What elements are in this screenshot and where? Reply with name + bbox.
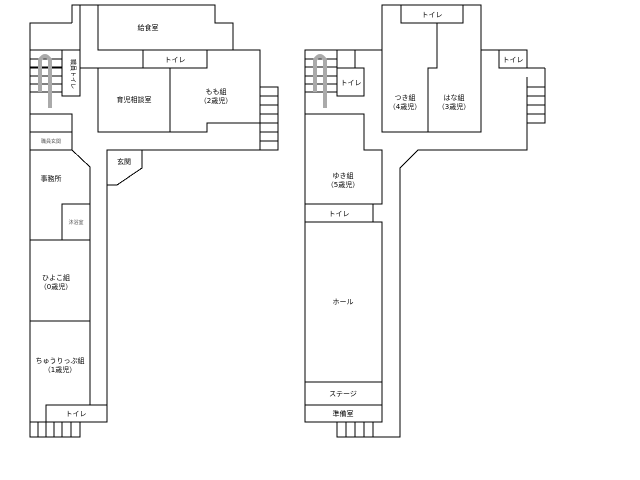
stair-rail (38, 54, 52, 108)
momo-class-room (169, 49, 261, 146)
toilet-right-room (498, 49, 528, 69)
toilet-left-label: トイレ (341, 79, 362, 87)
toilet-top-label: トイレ (422, 11, 443, 19)
wall (427, 23, 438, 132)
stairs-bottom (336, 421, 374, 438)
tulip-age-label: （1歳児） (44, 365, 76, 374)
toilet-right-label: トイレ (503, 56, 524, 64)
stage-label: ステージ (329, 390, 357, 398)
bath-room-label: 沐浴室 (68, 219, 83, 226)
bath-room (61, 203, 91, 241)
staff-toilet-label: 職員トイレ (69, 59, 77, 89)
left-building: 給食室 職員トイレ 育児相談室 トイレ もも組 （2歳児） (29, 4, 279, 438)
hall-room (304, 221, 383, 383)
toilet-room (142, 49, 208, 69)
yuki-age-label: （5歳児） (327, 180, 359, 189)
entrance-room (107, 149, 143, 186)
stairs-left (304, 49, 338, 108)
tulip-class-label: ちゅうりっぷ組 (36, 356, 85, 365)
hiyoko-age-label: （0歳児） (40, 282, 72, 291)
corridor-wall (373, 77, 528, 438)
stairs-right (526, 68, 546, 124)
consultation-room (97, 67, 171, 133)
hiyoko-class-label: ひよこ組 (42, 273, 70, 282)
prep-room-label: 準備室 (333, 409, 354, 418)
hana-age-label: （3歳児） (438, 102, 470, 111)
momo-class-label: もも組 (206, 87, 227, 96)
toilet-mid-label: トイレ (329, 210, 350, 218)
yuki-class-label: ゆき組 (333, 171, 354, 180)
staff-entrance (29, 131, 73, 151)
entrance-label: 玄関 (117, 157, 131, 166)
toilet-label: トイレ (165, 56, 186, 64)
kitchen-label: 給食室 (138, 23, 159, 32)
stair-rail (313, 54, 327, 108)
outer-wall-left (29, 22, 72, 437)
hall-label: ホール (333, 298, 354, 306)
momo-age-label: （2歳児） (200, 96, 232, 105)
tsuki-age-label: （4歳児） (389, 102, 421, 111)
stairs-right (259, 86, 279, 151)
toilet-bottom-label: トイレ (66, 410, 87, 418)
kitchen-room (97, 4, 234, 51)
stairs-bottom (29, 421, 81, 438)
toilet-left-room (336, 67, 365, 97)
staff-entrance-label: 職員玄関 (41, 138, 61, 145)
consultation-label: 育児相談室 (117, 95, 152, 104)
tsuki-class-label: つき組 (395, 93, 416, 102)
hana-class-label: はな組 (444, 93, 465, 102)
stairs-left (29, 49, 63, 108)
yuki-class-room (304, 113, 383, 205)
office-label: 事務所 (41, 174, 62, 183)
toilet-top-room (400, 4, 464, 24)
right-building: トイレ つき組 （4歳児） はな組 （3歳児） トイレ ゆき組 （5歳児） トイ… (304, 4, 546, 438)
